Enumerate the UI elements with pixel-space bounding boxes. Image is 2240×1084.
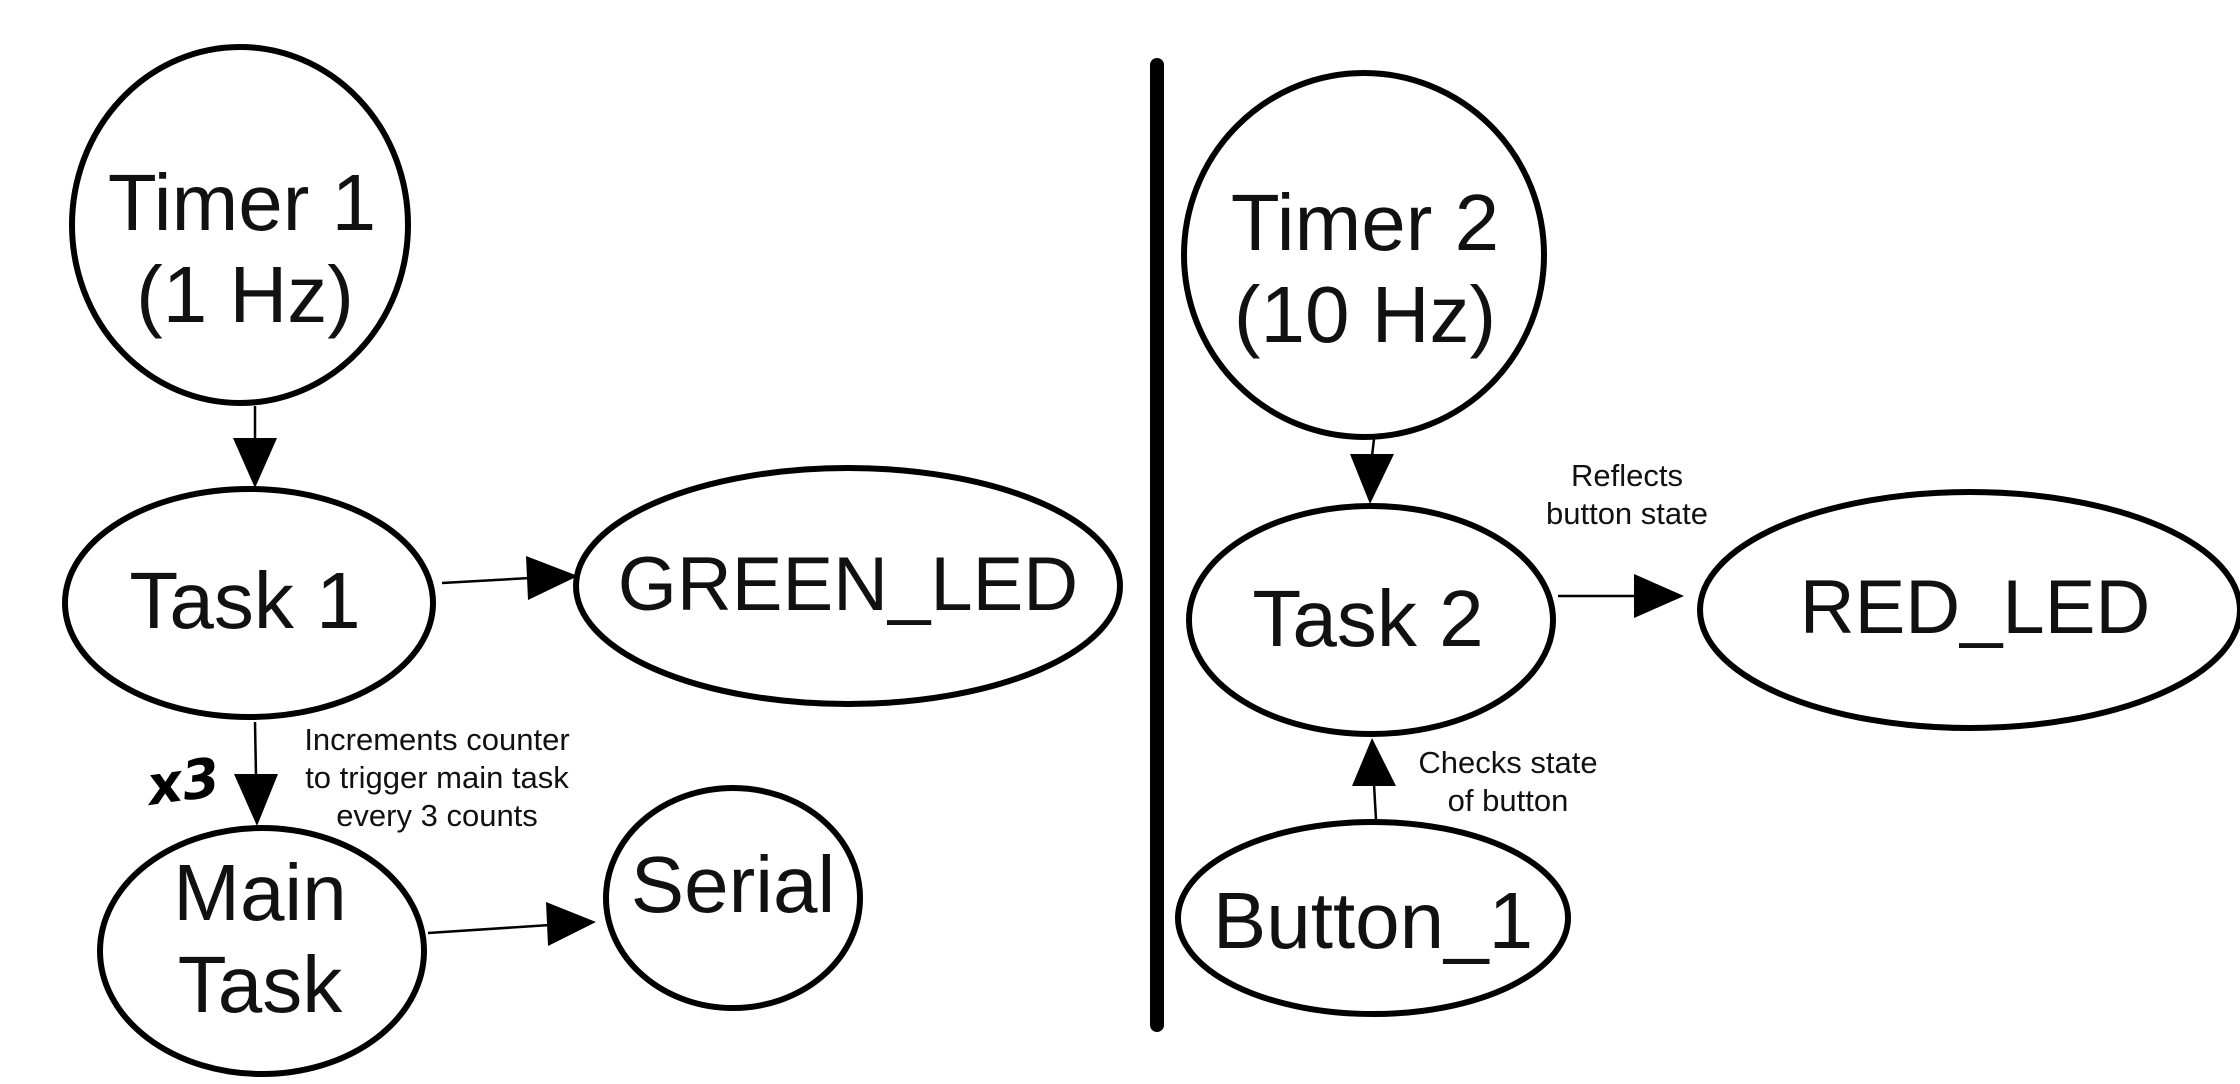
button-note: Checks state of button	[1418, 745, 1597, 818]
timer-2-frequency: (10 Hz)	[1234, 270, 1496, 359]
button-1-node: Button_1	[1175, 819, 1571, 1017]
counter-note: Increments counter to trigger main task …	[304, 722, 569, 833]
task-1-label: Task 1	[129, 556, 360, 645]
counter-note-line-2: to trigger main task	[305, 760, 569, 795]
edge-timer-2-to-task-2	[1350, 438, 1394, 504]
task-2-node: Task 2	[1186, 503, 1556, 737]
green-led-node: GREEN_LED	[573, 465, 1123, 707]
main-task-node: Main Task	[97, 825, 427, 1077]
edge-button-to-task-2	[1352, 738, 1396, 821]
timer-1-frequency: (1 Hz)	[136, 250, 354, 339]
button-note-line-2: of button	[1448, 783, 1569, 818]
edge-timer-1-to-task-1	[233, 406, 277, 488]
task-1-node: Task 1	[62, 486, 436, 720]
counter-note-line-1: Increments counter	[304, 722, 569, 757]
counter-note-line-3: every 3 counts	[336, 798, 538, 833]
main-task-line-1: Main	[173, 848, 346, 937]
main-task-line-2: Task	[178, 940, 343, 1029]
button-1-label: Button_1	[1213, 876, 1533, 965]
timer-1-node: Timer 1 (1 Hz)	[69, 44, 411, 406]
edge-main-task-to-serial	[427, 902, 596, 946]
red-led-node: RED_LED	[1697, 489, 2240, 731]
serial-label: Serial	[631, 840, 836, 929]
edge-task-2-to-red-led	[1558, 574, 1684, 618]
timer-2-title: Timer 2	[1231, 178, 1499, 267]
edge-task-1-to-main-task	[234, 721, 278, 826]
serial-node: Serial	[603, 785, 863, 1011]
led-note-line-1: Reflects	[1571, 458, 1683, 493]
timer-1-title: Timer 1	[108, 158, 376, 247]
green-led-label: GREEN_LED	[618, 542, 1078, 627]
timer-2-node: Timer 2 (10 Hz)	[1181, 70, 1547, 440]
button-note-line-1: Checks state	[1418, 745, 1597, 780]
multiplier-label: x3	[140, 745, 223, 818]
task-2-label: Task 2	[1252, 574, 1483, 663]
red-led-label: RED_LED	[1800, 565, 2151, 650]
edge-task-1-to-green-led	[441, 556, 578, 600]
led-note: Reflects button state	[1546, 458, 1708, 531]
led-note-line-2: button state	[1546, 496, 1708, 531]
